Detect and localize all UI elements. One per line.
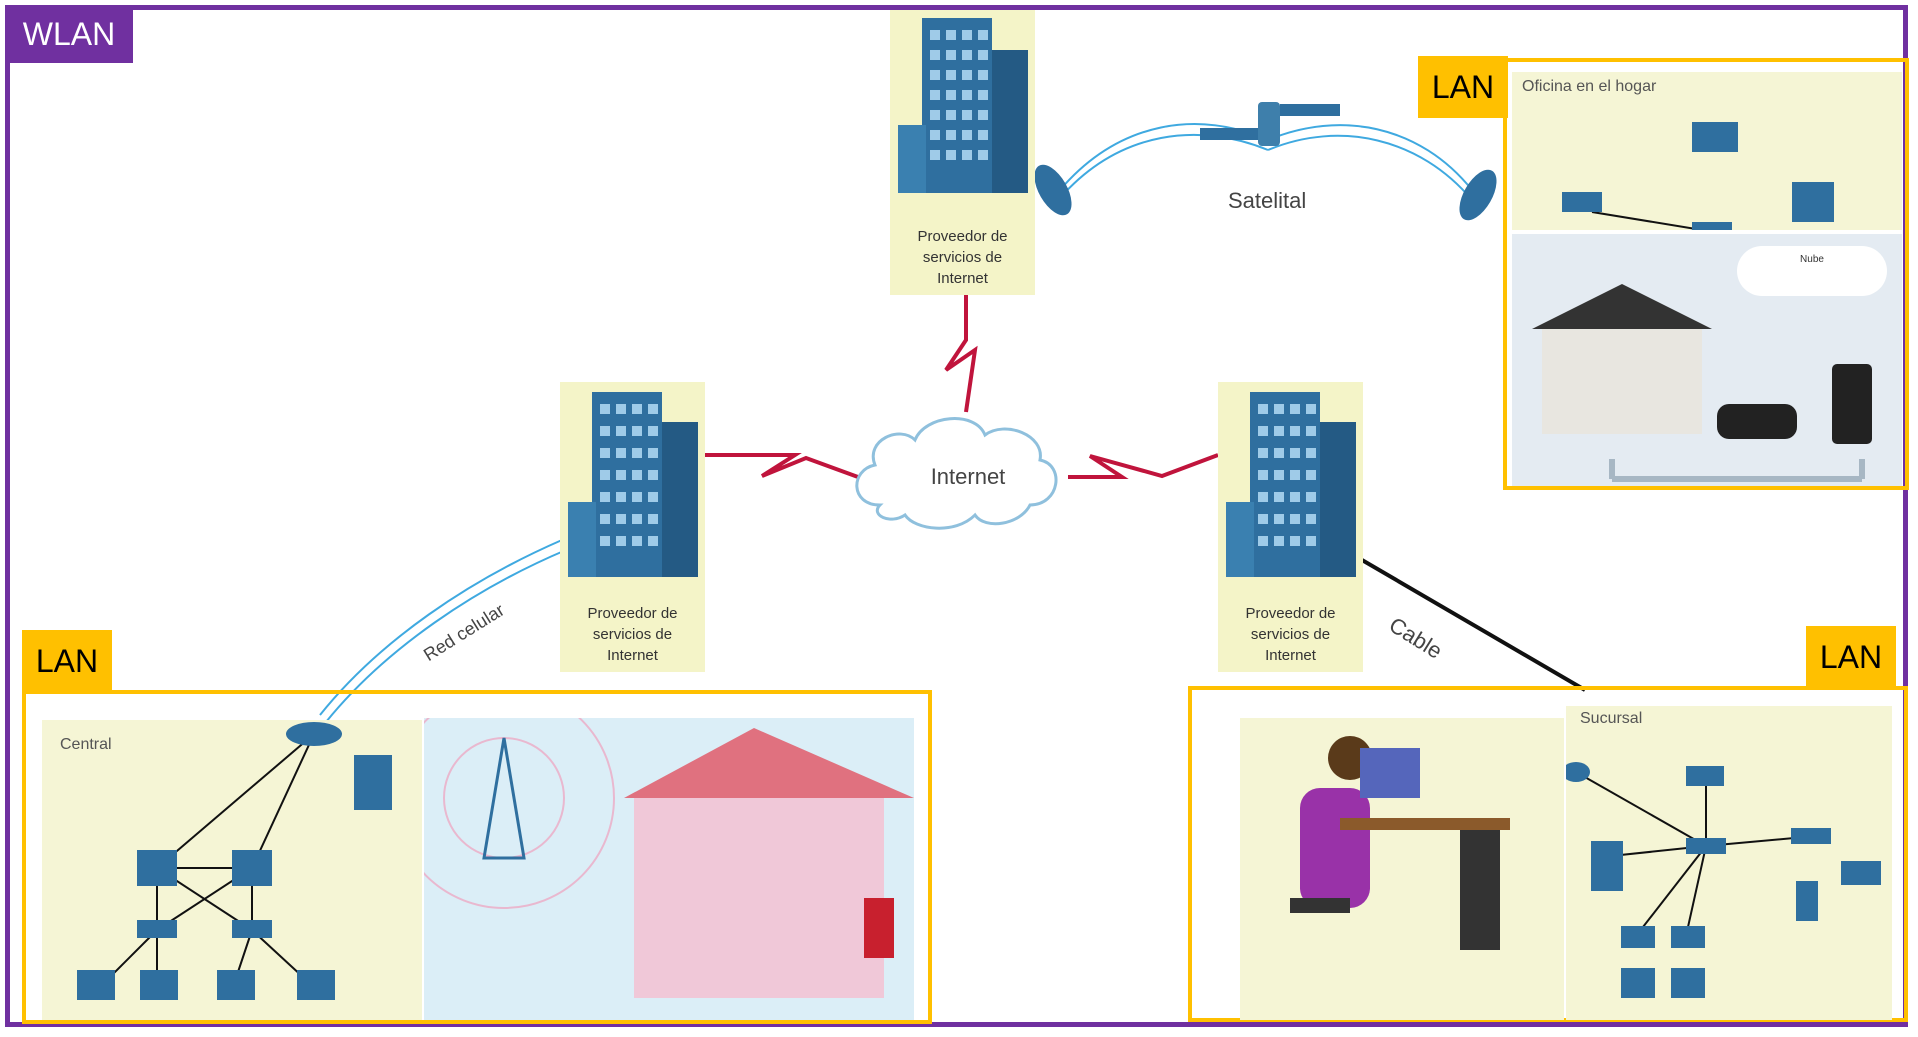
dish-left-icon <box>1034 164 1072 216</box>
cell-tower-icon <box>482 737 526 860</box>
internet-cloud <box>855 417 1058 530</box>
satellite-label: Satelital <box>1228 188 1307 213</box>
laptop-icon <box>1841 861 1881 885</box>
cloud-shape <box>1737 246 1887 296</box>
wan-link-right <box>1068 453 1219 479</box>
cable-link <box>1360 558 1587 692</box>
dish-right-icon <box>1459 169 1497 221</box>
cell-tower-house-drawing <box>393 687 914 998</box>
isp-left-label: Proveedor de servicios de Internet <box>560 603 705 666</box>
isp-label-line2: servicios de <box>592 626 673 643</box>
branch-topology <box>1566 762 1881 998</box>
lan-tag-branch: LAN <box>1806 626 1896 688</box>
office-worker-illustration <box>1240 718 1564 1020</box>
wan-link-top <box>944 295 978 413</box>
home-office-devices <box>1562 122 1834 230</box>
isp-label-line1: Proveedor de <box>917 228 1008 245</box>
home-office-title: Oficina en el hogar <box>1522 78 1657 95</box>
printer-icon <box>1686 766 1724 786</box>
isp-label-line2: servicios de <box>1250 626 1331 643</box>
isp-left: Proveedor de servicios de Internet <box>560 382 705 672</box>
isp-right: Proveedor de servicios de Internet <box>1218 382 1363 672</box>
cloud-label: Nube <box>1800 254 1824 265</box>
isp-label-line3: Internet <box>1265 647 1316 664</box>
isp-label-line3: Internet <box>607 647 658 664</box>
isp-label-line2: servicios de <box>922 249 1003 266</box>
cellular-home-illustration <box>393 687 914 1020</box>
modem-icon <box>1562 192 1602 212</box>
ip-phone-icon <box>1621 926 1655 948</box>
switch-icon <box>232 920 272 938</box>
isp-label-line1: Proveedor de <box>1245 605 1336 622</box>
home-office-panel: Oficina en el hogar <box>1512 72 1902 230</box>
building-icon <box>898 18 1028 193</box>
lan-branch-box <box>1188 686 1908 1022</box>
access-point-icon <box>1791 828 1831 844</box>
isp-label-line1: Proveedor de <box>587 605 678 622</box>
house-body <box>1542 329 1702 434</box>
house-roof <box>624 728 914 798</box>
wlan-frame <box>5 5 1908 1027</box>
phone-icon <box>1832 364 1872 444</box>
isp-right-label: Proveedor de servicios de Internet <box>1218 603 1363 666</box>
isp-label-line3: Internet <box>937 270 988 287</box>
office-worker-drawing <box>1290 736 1510 950</box>
server-icon <box>1591 841 1623 891</box>
lan-headquarters-box <box>22 690 932 1024</box>
building-icon <box>1226 392 1356 577</box>
isp-top-label: Proveedor de servicios de Internet <box>890 226 1035 289</box>
house-door <box>864 898 894 958</box>
pc-icon <box>1621 968 1655 998</box>
smart-home-illustration: Nube <box>1512 234 1902 486</box>
pc-icon <box>297 970 335 1000</box>
ip-phone-icon <box>1671 926 1705 948</box>
router-icon <box>1692 222 1732 230</box>
headquarters-title: Central <box>60 736 112 753</box>
router-icon <box>1566 762 1590 782</box>
wlan-tag: WLAN <box>5 5 133 63</box>
isp-top: Proveedor de servicios de Internet <box>890 10 1035 295</box>
laptop-icon <box>1692 122 1738 152</box>
switch-icon <box>137 850 177 886</box>
pc-tower-icon <box>1460 830 1500 950</box>
wan-link-left <box>705 453 859 479</box>
building-icon <box>568 392 698 577</box>
monitor-icon <box>1360 748 1420 798</box>
worker-body <box>1300 788 1370 908</box>
phone-icon <box>1796 881 1818 921</box>
house-body <box>634 798 884 998</box>
router-icon <box>286 722 342 746</box>
branch-title: Sucursal <box>1580 710 1643 727</box>
lan-home-office-box <box>1503 58 1909 490</box>
internet-label: Internet <box>930 464 1006 489</box>
chair <box>1290 898 1350 913</box>
pc-icon <box>140 970 178 1000</box>
satellite-icon <box>1200 102 1340 146</box>
house-roof <box>1532 284 1712 329</box>
pc-icon <box>1671 968 1705 998</box>
tablet-icon <box>1792 182 1834 222</box>
switch-icon <box>232 850 272 886</box>
car-icon <box>1717 404 1797 439</box>
branch-panel: Sucursal <box>1566 706 1892 1020</box>
switch-icon <box>1686 838 1726 854</box>
lan-tag-headquarters: LAN <box>22 630 112 692</box>
smart-home-drawing: Nube <box>1532 246 1887 482</box>
server-icon <box>354 755 392 810</box>
headquarters-panel: Central <box>42 720 422 1020</box>
pc-icon <box>77 970 115 1000</box>
pc-icon <box>217 970 255 1000</box>
switch-icon <box>137 920 177 938</box>
desk <box>1340 818 1510 830</box>
headquarters-topology <box>77 722 392 1000</box>
lan-tag-home-office: LAN <box>1418 56 1508 118</box>
